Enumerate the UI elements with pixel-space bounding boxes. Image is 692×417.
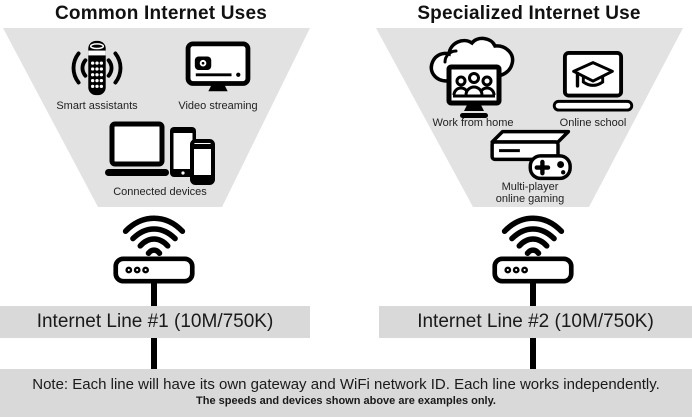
router-icon: [491, 256, 575, 284]
wifi-icon: [499, 212, 567, 256]
left-title: Common Internet Uses: [55, 3, 267, 24]
graduation-laptop-icon: [552, 51, 634, 113]
connected-devices-icon: [104, 121, 216, 185]
internet-line-2-label: Internet Line #2 (10M/750K): [417, 311, 654, 332]
tv-streaming-icon: [185, 41, 251, 97]
connected-devices-label: Connected devices: [113, 186, 207, 198]
game-console-icon: [482, 129, 582, 181]
note-bar: Note: Each line will have its own gatewa…: [0, 369, 692, 417]
right-line-to-note-connector: [530, 338, 536, 369]
multiplayer-gaming-label-line1: Multi-player: [501, 181, 559, 193]
internet-line-1-bar: Internet Line #1 (10M/750K): [0, 306, 310, 338]
note-sub-text: The speeds and devices shown above are e…: [196, 395, 496, 407]
internet-line-2-bar: Internet Line #2 (10M/750K): [379, 306, 692, 338]
right-title: Specialized Internet Use: [417, 3, 641, 24]
note-main-text: Note: Each line will have its own gatewa…: [32, 376, 660, 393]
left-router-to-line-connector: [151, 281, 157, 306]
cloud-video-meeting-icon: [424, 31, 526, 119]
wifi-icon: [120, 212, 188, 256]
work-from-home-label: Work from home: [432, 117, 514, 129]
router-icon: [112, 256, 196, 284]
smart-assistants-label: Smart assistants: [56, 100, 138, 112]
internet-line-1-label: Internet Line #1 (10M/750K): [36, 311, 274, 332]
right-router-to-line-connector: [530, 281, 536, 306]
online-school-label: Online school: [559, 117, 627, 129]
multiplayer-gaming-label-line2: online gaming: [495, 193, 565, 205]
smart-speaker-icon: [66, 37, 128, 99]
left-line-to-note-connector: [151, 338, 157, 369]
video-streaming-label: Video streaming: [178, 100, 258, 112]
